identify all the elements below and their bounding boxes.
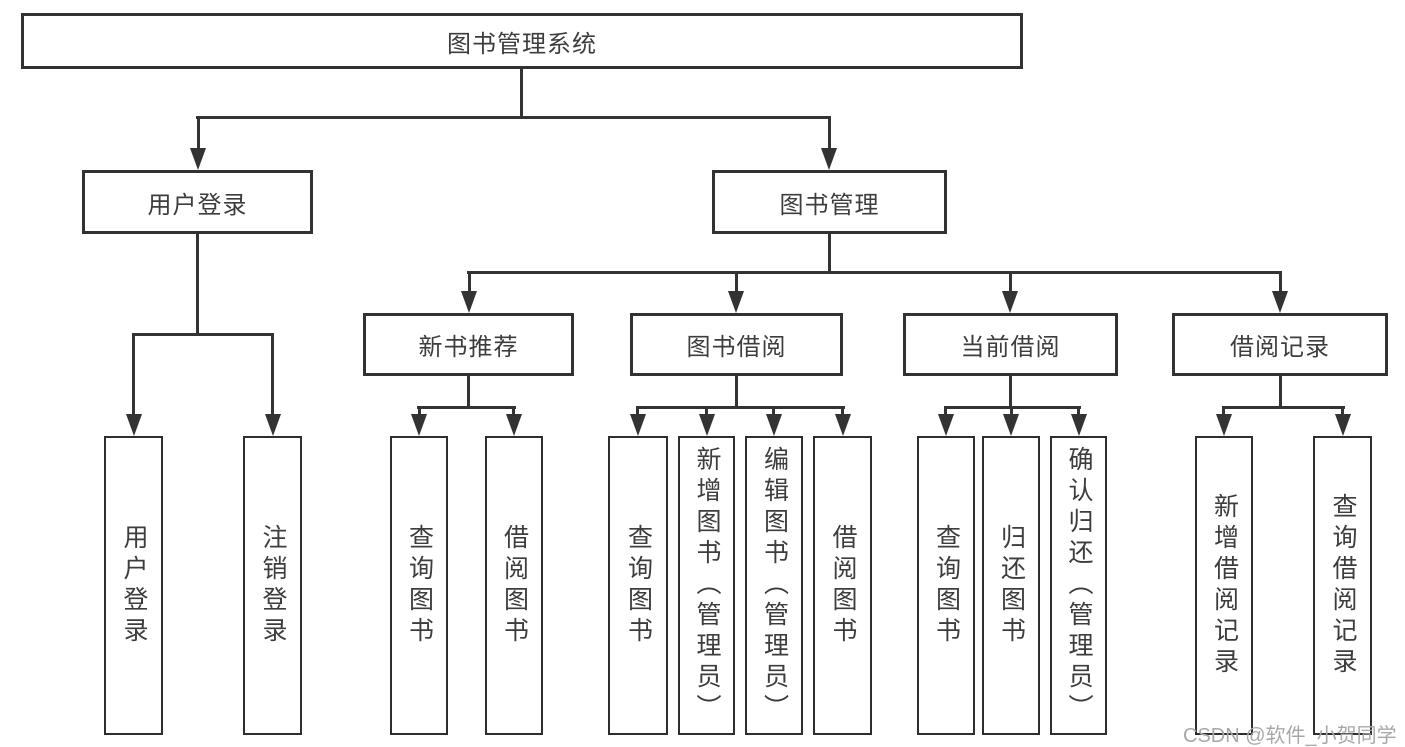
leaf-label: 借阅图书 — [829, 523, 857, 648]
connector-line — [1077, 407, 1080, 416]
arrow-down-icon — [835, 414, 851, 436]
connector-line — [520, 68, 523, 118]
connector-line — [132, 333, 274, 336]
connector-line — [271, 334, 274, 416]
leaf-borrow-add-books-admin: 新增图书（管理员） — [678, 436, 735, 735]
connector-line — [1009, 272, 1012, 292]
connector-line — [417, 406, 516, 409]
connector-line — [636, 407, 639, 416]
leaf-borrow-query-books: 查询图书 — [608, 436, 668, 735]
arrow-down-icon — [265, 414, 281, 436]
node-book-borrow: 图书借阅 — [630, 313, 843, 376]
arrow-down-icon — [1216, 414, 1232, 436]
leaf-user-login: 用户登录 — [104, 436, 163, 735]
leaf-label: 确认归还（管理员） — [1065, 446, 1093, 725]
connector-line — [1222, 406, 1345, 409]
leaf-records-query-record: 查询借阅记录 — [1313, 436, 1372, 735]
node-user-login: 用户登录 — [82, 170, 313, 234]
connector-line — [467, 271, 1282, 274]
leaf-borrow-borrow-books: 借阅图书 — [813, 436, 872, 735]
arrow-down-icon — [461, 291, 477, 313]
node-new-book-recommend: 新书推荐 — [363, 313, 574, 376]
connector-line — [944, 407, 947, 416]
node-current-borrow: 当前借阅 — [903, 313, 1118, 376]
node-borrow-records: 借阅记录 — [1172, 313, 1388, 376]
connector-line — [735, 376, 738, 408]
arrow-down-icon — [1071, 414, 1087, 436]
leaf-label: 新增图书（管理员） — [693, 446, 721, 725]
leaf-label: 归还图书 — [997, 523, 1026, 648]
connector-line — [132, 334, 135, 416]
arrow-down-icon — [630, 414, 646, 436]
connector-line — [196, 233, 199, 336]
leaf-borrow-edit-books-admin: 编辑图书（管理员） — [745, 436, 803, 735]
leaf-current-query-books: 查询图书 — [917, 436, 975, 735]
arrow-down-icon — [766, 414, 782, 436]
connector-line — [735, 272, 738, 292]
leaf-recommend-query-books: 查询图书 — [390, 436, 448, 735]
connector-line — [1279, 376, 1282, 408]
arrow-down-icon — [699, 414, 715, 436]
watermark: CSDN @软件_小贺同学 — [1183, 725, 1397, 747]
connector-line — [1341, 407, 1344, 416]
leaf-logout: 注销登录 — [243, 436, 302, 735]
connector-line — [841, 407, 844, 416]
leaf-label: 查询图书 — [624, 523, 653, 648]
connector-line — [512, 407, 515, 416]
connector-line — [418, 407, 421, 416]
connector-line — [1009, 376, 1012, 408]
leaf-label: 查询图书 — [405, 523, 434, 648]
arrow-down-icon — [728, 291, 744, 313]
arrow-down-icon — [190, 148, 206, 170]
connector-line — [828, 234, 831, 274]
arrow-down-icon — [1335, 414, 1351, 436]
arrow-down-icon — [821, 148, 837, 170]
leaf-label: 注销登录 — [259, 523, 287, 648]
arrow-down-icon — [1002, 291, 1018, 313]
leaf-label: 查询图书 — [932, 523, 961, 648]
arrow-down-icon — [411, 414, 427, 436]
connector-line — [1279, 272, 1282, 292]
connector-line — [828, 117, 831, 149]
leaf-label: 借阅图书 — [500, 523, 529, 648]
connector-line — [467, 376, 470, 408]
node-root: 图书管理系统 — [21, 13, 1023, 69]
connector-line — [196, 116, 831, 119]
leaf-records-add-record: 新增借阅记录 — [1195, 436, 1253, 735]
arrow-down-icon — [1272, 291, 1288, 313]
leaf-label: 编辑图书（管理员） — [760, 446, 789, 725]
connector-line — [636, 406, 845, 409]
leaf-label: 查询借阅记录 — [1329, 492, 1357, 679]
connector-line — [1222, 407, 1225, 416]
arrow-down-icon — [126, 414, 142, 436]
leaf-recommend-borrow-books: 借阅图书 — [485, 436, 543, 735]
connector-line — [705, 407, 708, 416]
connector-line — [468, 272, 471, 292]
arrow-down-icon — [938, 414, 954, 436]
leaf-label: 用户登录 — [120, 523, 148, 648]
leaf-current-confirm-return-admin: 确认归还（管理员） — [1050, 436, 1107, 735]
arrow-down-icon — [1003, 414, 1019, 436]
leaf-current-return-books: 归还图书 — [982, 436, 1040, 735]
arrow-down-icon — [506, 414, 522, 436]
leaf-label: 新增借阅记录 — [1210, 492, 1239, 679]
connector-line — [1010, 407, 1013, 416]
connector-line — [772, 407, 775, 416]
connector-line — [197, 117, 200, 149]
node-book-management: 图书管理 — [712, 170, 947, 234]
